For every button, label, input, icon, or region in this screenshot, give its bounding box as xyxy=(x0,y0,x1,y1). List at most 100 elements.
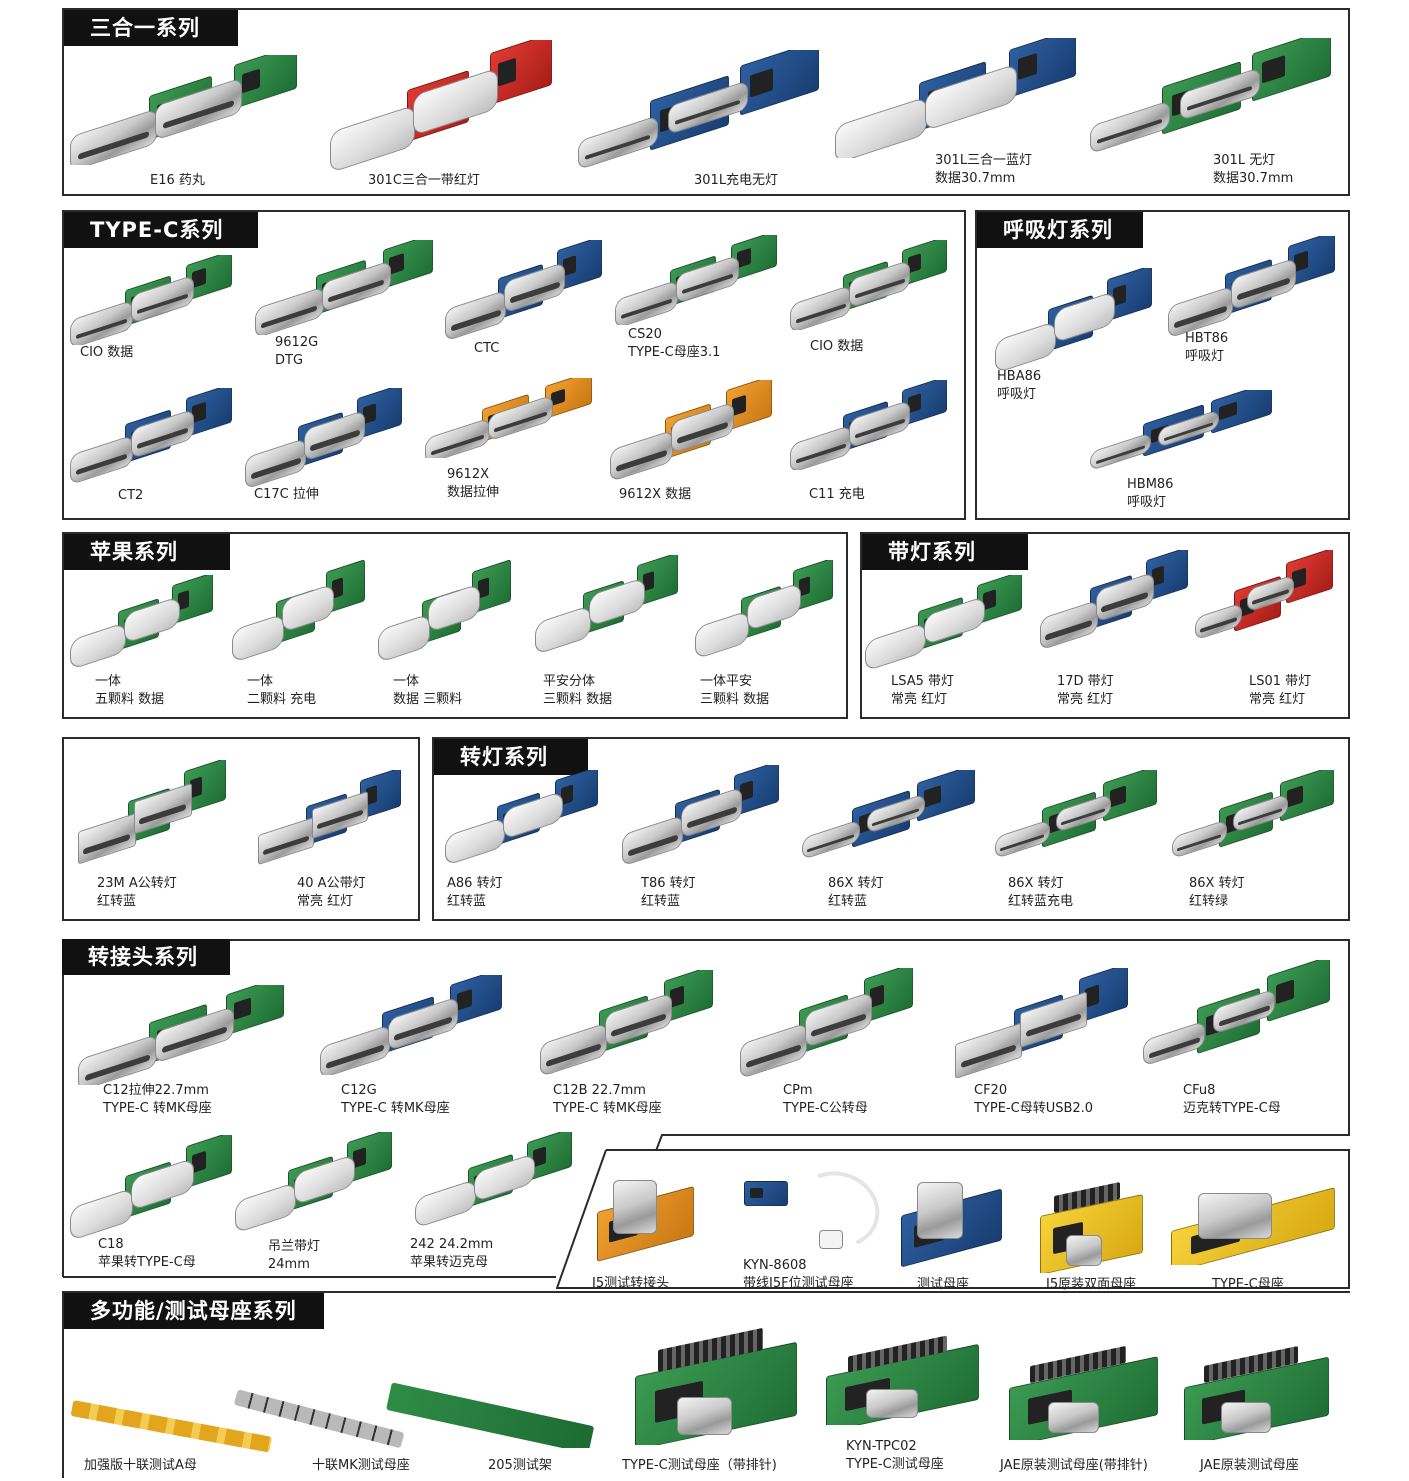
connector-art xyxy=(924,575,1026,654)
product-item xyxy=(1162,1185,1342,1265)
product-caption: 86X 转灯红转蓝 xyxy=(828,875,884,911)
type-c-plug xyxy=(78,1033,158,1085)
connector-art xyxy=(154,55,301,151)
connector-art xyxy=(925,38,1080,142)
connector-art xyxy=(747,560,837,641)
product-photo xyxy=(812,1335,992,1425)
caption-line: TYPE-C 转MK母座 xyxy=(341,1101,450,1116)
caption-line: 数据 三颗料 xyxy=(393,692,463,707)
type-c-plug xyxy=(676,254,740,304)
pcb-board xyxy=(1279,770,1335,822)
type-c-plug xyxy=(1231,257,1296,311)
caption-line: CT2 xyxy=(118,488,144,503)
product-item xyxy=(78,985,293,1085)
product-item xyxy=(445,770,605,865)
socket-shell xyxy=(613,1179,657,1234)
type-c-plug xyxy=(445,289,507,340)
pcb-board xyxy=(1102,770,1158,822)
caption-line: TYPE-C母转USB2.0 xyxy=(974,1101,1094,1116)
caption-line: DTG xyxy=(275,353,304,368)
caption-line: 数据30.7mm xyxy=(935,171,1016,186)
caption-line: 红转蓝 xyxy=(828,894,868,909)
caption-line: 17D 带灯 xyxy=(1057,674,1114,689)
product-caption: 86X 转灯红转蓝充电 xyxy=(1008,875,1073,911)
product-photo xyxy=(70,388,240,483)
caption-line: 301C三合一带红灯 xyxy=(368,173,480,188)
product-caption: 205测试架 xyxy=(488,1457,552,1475)
product-caption: 加强版十联测试A母 xyxy=(84,1457,197,1475)
product-item xyxy=(1040,550,1195,650)
caption-line: E16 药丸 xyxy=(150,173,205,188)
product-photo xyxy=(742,1162,882,1257)
caption-line: JAE原装测试母座 xyxy=(1200,1458,1299,1473)
product-photo xyxy=(790,380,955,470)
lightning-plug xyxy=(865,622,927,670)
product-item xyxy=(812,1335,992,1425)
product-item xyxy=(742,1162,882,1257)
type-c-plug xyxy=(131,274,195,324)
product-item xyxy=(330,40,560,170)
micro-plug xyxy=(1233,793,1288,833)
type-c-plug xyxy=(610,429,674,480)
type-c-plug xyxy=(70,435,134,483)
micro-plug xyxy=(995,819,1050,860)
product-photo xyxy=(865,575,1030,670)
caption-line: LS01 带灯 xyxy=(1249,674,1312,689)
type-c-plug xyxy=(70,108,157,165)
product-item xyxy=(790,380,955,470)
caption-line: 一体 xyxy=(95,674,122,689)
product-photo xyxy=(1090,390,1280,470)
caption-line: C12B 22.7mm xyxy=(553,1083,646,1098)
product-item xyxy=(378,560,518,665)
type-c-plug xyxy=(1040,599,1098,650)
product-photo xyxy=(540,970,720,1075)
caption-line: TYPE-C 转MK母座 xyxy=(103,1101,212,1116)
product-item xyxy=(540,970,720,1075)
type-c-plug xyxy=(540,1022,607,1075)
type-c-plug xyxy=(615,279,679,325)
product-photo xyxy=(620,1325,810,1445)
connector-art xyxy=(474,1132,576,1211)
product-item xyxy=(790,240,955,330)
caption-line: 带线I5F位测试母座 xyxy=(743,1276,854,1291)
caption-line: 呼吸灯 xyxy=(1185,349,1225,364)
product-photo xyxy=(1170,1345,1340,1440)
connector-art xyxy=(681,765,783,848)
product-photo xyxy=(1162,1185,1342,1265)
connector-art xyxy=(1213,960,1334,1056)
type-c-socket xyxy=(1066,1235,1102,1266)
caption-line: 9612X xyxy=(447,467,489,482)
caption-line: C11 充电 xyxy=(809,487,865,502)
product-item xyxy=(1195,550,1340,650)
caption-line: CFu8 xyxy=(1183,1083,1216,1098)
section-title: 苹果系列 xyxy=(64,534,230,570)
caption-line: I5原装双面母座 xyxy=(1046,1277,1137,1292)
connector-art xyxy=(124,575,217,653)
product-caption: C11 充电 xyxy=(809,486,865,504)
lightning-plug xyxy=(235,1181,297,1232)
product-photo xyxy=(578,50,828,175)
type-c-plug xyxy=(488,394,553,442)
product-item xyxy=(995,268,1160,373)
product-item xyxy=(70,388,240,483)
connector-art xyxy=(131,255,236,332)
product-caption: 测试母座 xyxy=(917,1276,969,1294)
caption-line: C12G xyxy=(341,1083,377,1098)
product-caption: JAE原装测试母座(带排针) xyxy=(1000,1457,1148,1475)
connector-art xyxy=(866,770,979,851)
product-photo xyxy=(78,760,233,865)
product-item xyxy=(995,770,1165,865)
type-c-plug xyxy=(849,259,911,308)
lightning-plug xyxy=(70,622,126,670)
type-c-socket xyxy=(1221,1402,1271,1433)
lightning-plug xyxy=(378,612,431,664)
lightning-plug xyxy=(131,1157,195,1212)
type-c-socket xyxy=(866,1389,919,1418)
test-strip xyxy=(386,1382,595,1448)
